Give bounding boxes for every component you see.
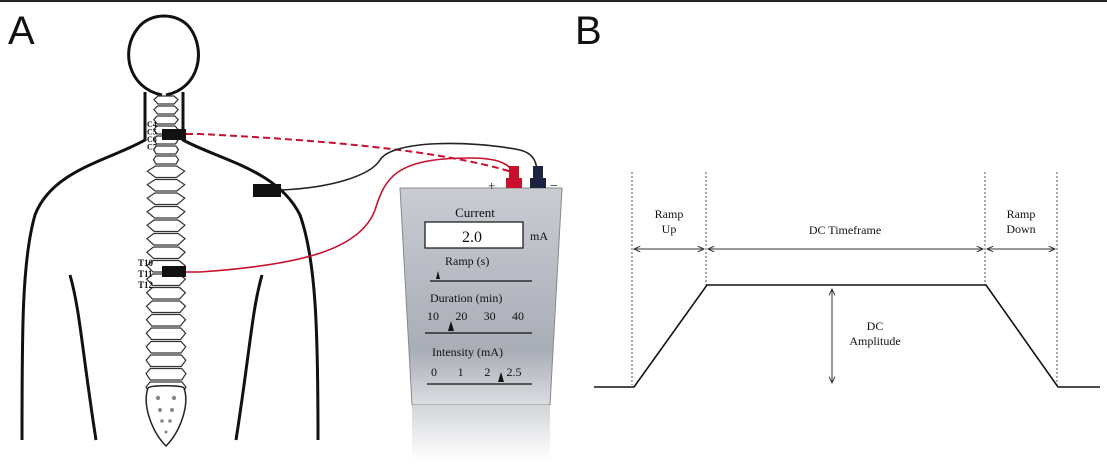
red-wire	[186, 157, 513, 273]
reference-electrode	[253, 184, 281, 197]
ramp-slider-knob	[436, 271, 440, 279]
panel-b: B Ramp Up DC Timeframe Ramp Down DC Ampl…	[575, 9, 1100, 388]
head-outline	[127, 14, 200, 97]
cervical-label: C4	[147, 120, 157, 129]
thoracic-label: T10	[138, 258, 154, 268]
current-unit: mA	[530, 229, 548, 243]
slider-tick-label: 10	[427, 309, 439, 323]
cervical-label: C7	[147, 143, 157, 152]
cathode-connector	[530, 166, 546, 188]
vertebra	[146, 165, 186, 179]
vertebra	[145, 340, 187, 354]
intensity-slider-knob	[498, 372, 504, 382]
vertebra	[145, 300, 187, 314]
right-arm-line	[234, 274, 264, 441]
duration-label: Duration (min)	[430, 291, 502, 305]
minus-sign: −	[550, 179, 558, 194]
vertebra	[146, 192, 186, 206]
anode-connector	[506, 166, 522, 188]
ramp-label: Ramp (s)	[445, 254, 489, 268]
right-torso-outline	[181, 92, 320, 441]
vertebra	[153, 95, 179, 105]
vertebra	[153, 115, 179, 125]
current-title: Current	[455, 205, 495, 220]
cervical-electrode	[162, 129, 186, 140]
cervical-label: C6	[147, 135, 157, 144]
dc-amplitude-label-line1: DC	[867, 319, 884, 333]
vertebra	[146, 178, 186, 192]
left-arm-line	[68, 274, 98, 441]
thoracic-electrode	[162, 266, 186, 277]
sacrum	[145, 385, 187, 448]
slider-tick-label: 30	[484, 309, 496, 323]
cervical-label: C5	[147, 128, 157, 137]
intensity-ticks: 0 1 2 2.5	[431, 365, 522, 379]
vertebra	[146, 205, 186, 219]
ramp-up-label-line2: Up	[662, 222, 677, 236]
vertebra	[146, 219, 186, 233]
slider-tick-label: 20	[455, 309, 467, 323]
vertebra	[145, 313, 187, 327]
phase-guides	[631, 172, 1058, 385]
sacral-foramina	[155, 395, 177, 434]
intensity-label: Intensity (mA)	[432, 345, 503, 359]
black-wire	[280, 142, 538, 191]
slider-tick-label: 40	[512, 309, 524, 323]
dc-amplitude-label-line2: Amplitude	[849, 334, 900, 348]
slider-tick-label: 2.5	[507, 365, 522, 379]
plus-sign: +	[488, 178, 495, 193]
ramp-down-label-line1: Ramp	[1007, 207, 1036, 221]
vertebra	[146, 232, 186, 246]
vertebra	[145, 246, 187, 260]
slider-tick-label: 2	[484, 365, 490, 379]
device-reflection	[412, 405, 550, 461]
vertebra	[145, 367, 187, 381]
slider-tick-label: 1	[458, 365, 464, 379]
dashed-red-wire	[186, 133, 513, 173]
slider-tick-label: 0	[431, 365, 437, 379]
ramp-up-label-line1: Ramp	[655, 207, 684, 221]
left-torso-outline	[20, 92, 147, 441]
thoracic-label: T12	[138, 280, 154, 290]
current-value: 2.0	[462, 229, 482, 246]
vertebra	[153, 105, 179, 115]
thoracic-label: T11	[138, 269, 153, 279]
panel-b-letter: B	[575, 9, 602, 53]
duration-ticks: 10 20 30 40	[427, 309, 524, 323]
dc-waveform	[594, 284, 1100, 388]
panel-a-letter: A	[8, 9, 35, 53]
vertebra	[145, 354, 187, 368]
vertebra	[152, 145, 180, 155]
vertebra	[152, 155, 180, 165]
dc-timeframe-label: DC Timeframe	[809, 223, 881, 237]
tdcs-device: + − Current 2.0 mA Ramp (s) Duration (mi…	[399, 166, 563, 461]
current-display	[424, 221, 524, 249]
vertebra	[145, 327, 187, 341]
vertebra	[145, 286, 187, 300]
duration-slider-knob	[448, 321, 454, 331]
ramp-down-label-line2: Down	[1006, 222, 1035, 236]
